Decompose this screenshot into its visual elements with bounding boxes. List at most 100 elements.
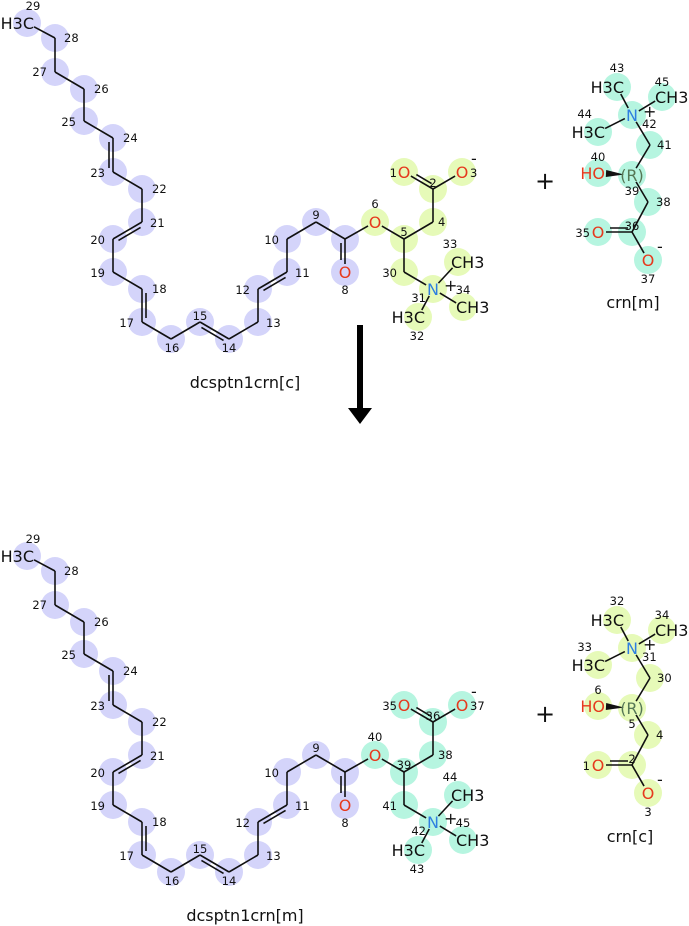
molecule-dcsptn1crn-m: H3C2928272625242322212019181716151413121… [1, 532, 490, 888]
atom-symbol: H3C [591, 78, 624, 97]
bond [635, 181, 649, 203]
atom-number: 44 [443, 770, 458, 784]
atom-number: 31 [411, 291, 426, 305]
atom-number: 41 [382, 799, 397, 813]
molecule-name-reactant-2: crn[m] [606, 293, 659, 312]
atom-symbol: H3C [1, 547, 34, 566]
atom-symbol: O [456, 163, 469, 182]
bond [54, 604, 85, 623]
charge-plus: + [643, 635, 656, 654]
atom-highlight [584, 692, 612, 720]
atom-symbol: O [339, 796, 352, 815]
atom-number: 33 [443, 237, 458, 251]
atom-highlight [404, 836, 432, 864]
atom-number: 32 [410, 329, 425, 343]
atom-number: 30 [382, 266, 397, 280]
atom-number: 35 [575, 226, 590, 240]
bond [83, 653, 114, 672]
bond-double [118, 759, 141, 775]
atom-highlight [603, 73, 631, 101]
bond [170, 321, 201, 340]
atom-number: 1 [583, 759, 590, 773]
atom-number: 29 [26, 0, 41, 13]
atom-number: 28 [64, 564, 79, 578]
atom-number: 24 [123, 664, 138, 678]
atom-symbol: CH3 [456, 831, 489, 850]
atom-number: 14 [222, 341, 237, 355]
atom-highlight [618, 694, 646, 722]
atom-number: 43 [410, 862, 425, 876]
atom-symbol: O [642, 784, 655, 803]
atom-number: 9 [312, 208, 319, 222]
atom-number: 2 [628, 752, 635, 766]
atom-symbol: H3C [392, 308, 425, 327]
charge-plus: + [643, 102, 656, 121]
bond [199, 321, 230, 340]
atom-number: 34 [655, 608, 670, 622]
bond-double [415, 706, 432, 718]
atom-highlight [361, 741, 389, 769]
atom-highlight [634, 246, 662, 274]
atom-number: 3 [470, 166, 477, 180]
atom-number: 31 [642, 650, 657, 664]
bond [112, 804, 143, 823]
atom-number: 21 [150, 216, 165, 230]
atom-number: 3 [644, 805, 651, 819]
bond [410, 708, 434, 723]
bond [635, 677, 651, 702]
atom-labels: H3C2928272625242322212019181716151413121… [1, 0, 490, 355]
atom-number: 35 [382, 699, 397, 713]
atom-number: 13 [266, 849, 281, 863]
atom-number: 20 [90, 233, 105, 247]
bond [344, 758, 369, 773]
bond [439, 292, 457, 304]
atom-number: 25 [61, 115, 76, 129]
atom-number: 36 [625, 219, 640, 233]
bond [635, 654, 651, 679]
bond-double [118, 226, 141, 242]
atom-number: 8 [341, 816, 348, 830]
bond [112, 754, 143, 773]
bond [432, 175, 456, 190]
atom-number: 8 [341, 283, 348, 297]
charge-plus: + [444, 276, 457, 295]
atom-highlight [584, 651, 612, 679]
atom-number: 28 [64, 31, 79, 45]
atom-symbol: H3C [572, 123, 605, 142]
atom-symbol: O [339, 263, 352, 282]
bond [410, 175, 434, 190]
bond [635, 121, 651, 146]
atom-number: 45 [456, 816, 471, 830]
bond [286, 754, 317, 773]
atom-number: 40 [368, 730, 383, 744]
bond [257, 804, 288, 823]
bond [381, 225, 405, 240]
atom-symbol: N [427, 280, 439, 299]
atom-number: 36 [426, 709, 441, 723]
atom-symbol: CH3 [655, 621, 688, 640]
bond [33, 559, 56, 572]
atom-highlight [584, 159, 612, 187]
atom-number: 22 [152, 715, 167, 729]
bond [437, 800, 454, 817]
bonds [33, 559, 457, 875]
plus-sign-products: + [535, 700, 555, 728]
atom-highlight [618, 634, 646, 662]
bond [421, 295, 430, 311]
atom-highlights [13, 542, 477, 886]
atom-number: 30 [657, 671, 672, 685]
atom-highlight [448, 158, 476, 186]
bond [170, 854, 201, 873]
bond [437, 267, 454, 284]
down-arrow-icon [348, 325, 372, 424]
bond [344, 225, 369, 240]
bond [112, 171, 143, 190]
atom-number: 16 [165, 874, 180, 888]
molecule-name-reactant-1: dcsptn1crn[c] [190, 373, 301, 392]
bond [33, 26, 56, 39]
atom-number: 42 [642, 117, 657, 131]
atom-number: 18 [152, 282, 167, 296]
atom-highlight [331, 791, 359, 819]
bond [439, 825, 457, 837]
